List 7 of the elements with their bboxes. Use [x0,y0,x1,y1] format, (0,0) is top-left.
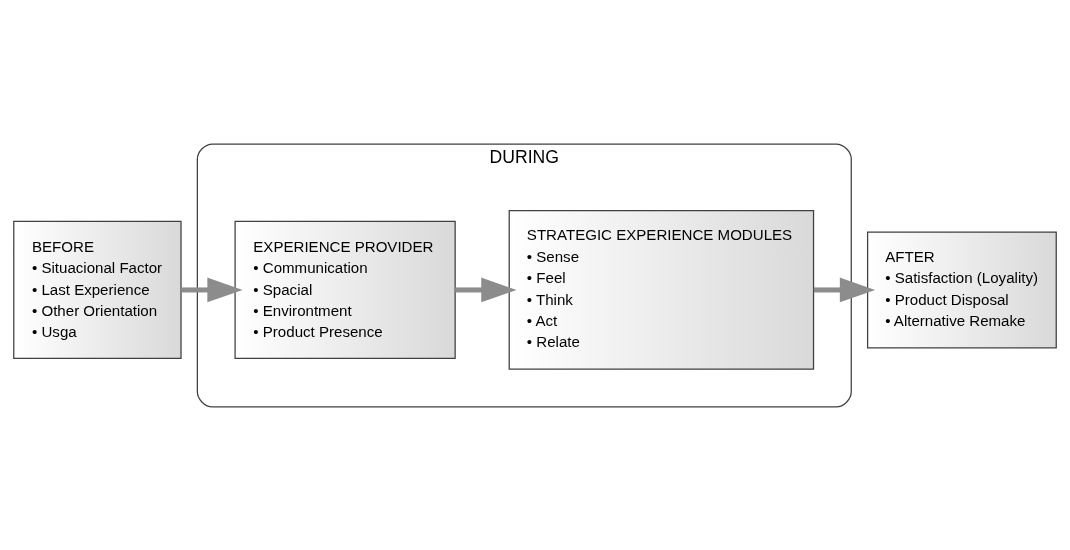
node-box: AFTER • Satisfaction (Loyality) • Product Disposal • Alternative Remake [867,231,1057,348]
node-box: EXPERIENCE PROVIDER • Communication • Spacial • Environtment • Product Presence [234,220,456,359]
arrow [181,277,243,302]
arrow [455,277,517,302]
node-box: BEFORE • Situacional Factor • Last Experience • Other Orientation • Usga [13,220,182,359]
arrow [813,277,876,302]
node-box: STRATEGIC EXPERIENCE MODULES • Sense • Feel • Think • Act • Relate [508,209,815,370]
